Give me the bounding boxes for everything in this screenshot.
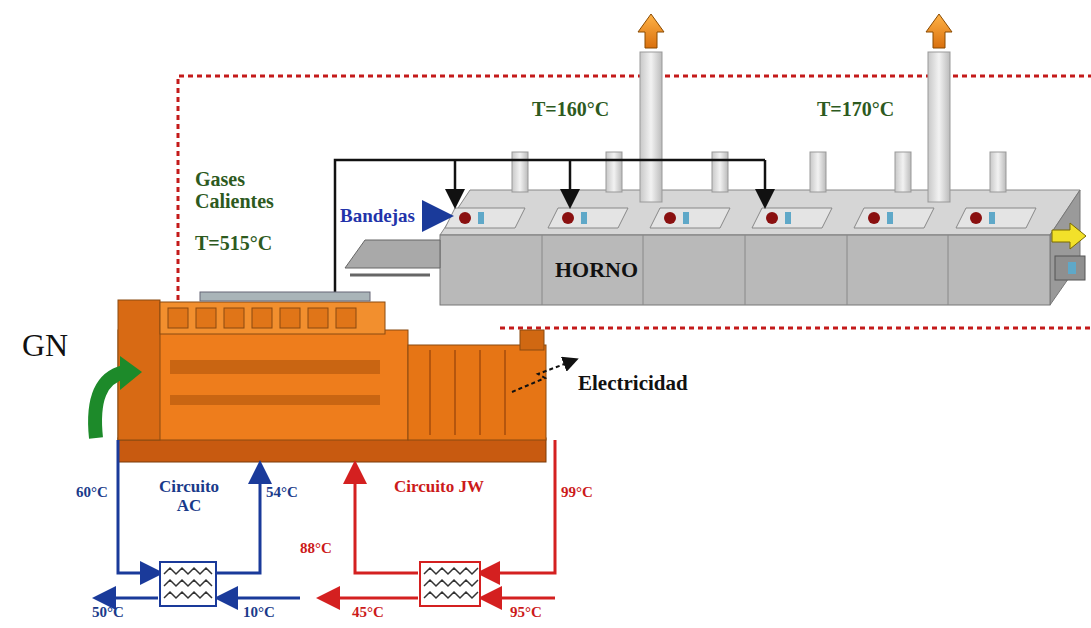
tray-arrow [428, 214, 446, 218]
temperature-label: 88°C [300, 540, 332, 557]
electric-arrow [512, 360, 575, 392]
boundary-line [500, 327, 1091, 330]
gas-line [335, 160, 765, 300]
circuit-label: Circuito JW [394, 478, 484, 497]
temperature-label: T=160°C [532, 98, 609, 120]
fuel-label: GN [22, 328, 68, 363]
circuit-label: Circuito AC [146, 478, 232, 515]
temperature-label: 99°C [561, 484, 593, 501]
oven-label: HORNO [552, 257, 641, 283]
heat-exchanger [420, 562, 480, 606]
output-label: Electricidad [578, 372, 688, 395]
temperature-label: 54°C [266, 484, 298, 501]
engine-generator [118, 292, 546, 462]
gas-arrow [569, 160, 572, 204]
heat-exchanger [160, 562, 216, 606]
fuel-arrow [120, 356, 142, 390]
oven-box: HORNO [440, 235, 1050, 305]
temperature-label: T=515°C [195, 232, 272, 254]
temperature-label: 95°C [510, 604, 542, 621]
gas-arrow [454, 160, 457, 204]
stream-label: Bandejas [340, 206, 415, 227]
fuel-arrow [95, 372, 124, 438]
gas-arrow [764, 160, 767, 204]
temperature-label: 60°C [76, 484, 108, 501]
temperature-label: 50°C [92, 604, 124, 621]
temperature-label: T=170°C [817, 98, 894, 120]
stream-label: Gases Calientes [195, 168, 310, 212]
temperature-label: 45°C [352, 604, 384, 621]
temperature-label: 10°C [243, 604, 275, 621]
